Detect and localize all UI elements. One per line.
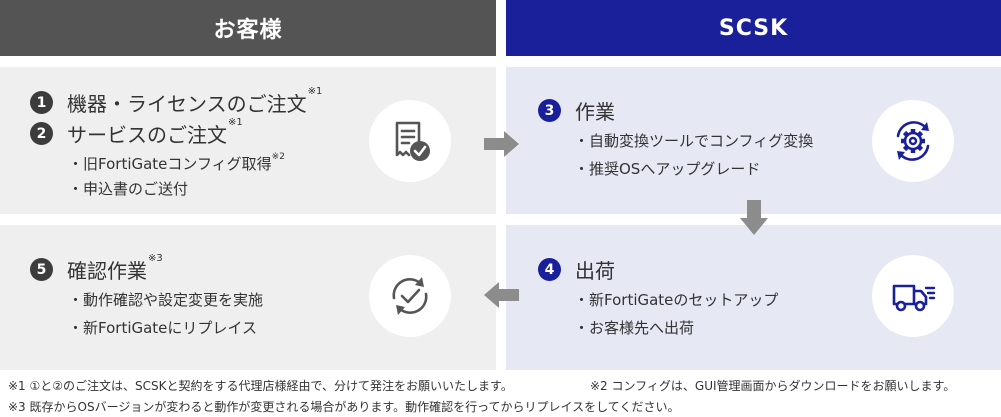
step-2-note-mark: ※1 <box>228 117 243 128</box>
customer-header: お客様 <box>0 0 496 56</box>
work-bullet-convert: ・自動変換ツールでコンフィグ変換 <box>574 132 814 150</box>
customer-header-label: お客様 <box>213 18 283 43</box>
step-1-note-mark: ※1 <box>307 86 323 97</box>
ship-bullet-setup: ・新FortiGateのセットアップ <box>574 291 779 309</box>
step-2: 2 サービスのご注文※1 <box>30 117 243 148</box>
scsk-header: SCSK <box>506 0 1001 56</box>
footnote-1: ※1 ①と②のご注文は、SCSKと契約をする代理店様経由で、分けて発注をお願いい… <box>8 379 513 393</box>
step-1: 1 機器・ライセンスのご注文※1 <box>30 86 323 117</box>
step-1-title: 機器・ライセンスのご注文※1 <box>67 86 323 116</box>
check-bullet-replace: ・新FortiGateにリプレイス <box>68 319 257 337</box>
step-1-number: 1 <box>30 91 53 114</box>
step-2-number: 2 <box>30 122 53 145</box>
order-bullet-application: ・申込書のご送付 <box>68 180 189 198</box>
footnote-3: ※3 既存からOSバージョンが変わると動作が変更される場合があります。動作確認を… <box>8 400 680 414</box>
delivery-truck-icon <box>872 255 954 337</box>
refresh-check-icon <box>369 255 451 337</box>
step-5-title: 確認作業※3 <box>67 253 163 283</box>
step-4-number: 4 <box>538 258 561 281</box>
document-check-icon <box>369 100 451 182</box>
step-5: 5 確認作業※3 <box>30 253 163 284</box>
step-3-title: 作業 <box>575 100 615 124</box>
footnote-2: ※2 コンフィグは、GUI管理画面からダウンロードをお願いします。 <box>590 379 956 393</box>
order-panel: 1 機器・ライセンスのご注文※1 2 サービスのご注文※1 ・旧FortiGat… <box>0 67 496 214</box>
arrow-down-icon <box>740 200 768 235</box>
step-2-title: サービスのご注文※1 <box>67 117 243 147</box>
work-bullet-upgrade: ・推奨OSへアップグレード <box>574 160 761 178</box>
check-panel: 5 確認作業※3 ・動作確認や設定変更を実施 ・新FortiGateにリプレイス <box>0 225 496 370</box>
arrow-right-icon <box>484 131 519 157</box>
ship-bullet-deliver: ・お客様先へ出荷 <box>574 319 695 337</box>
step-5-note-mark: ※3 <box>148 253 163 264</box>
check-bullet-verify: ・動作確認や設定変更を実施 <box>68 291 264 309</box>
gear-cycle-icon <box>872 100 954 182</box>
scsk-header-label: SCSK <box>718 15 789 41</box>
arrow-left-icon <box>484 282 519 308</box>
order-bullet-config: ・旧FortiGateコンフィグ取得※2 <box>68 152 285 173</box>
step-3: 3 作業 <box>538 96 615 125</box>
step-4: 4 出荷 <box>538 255 615 284</box>
step-5-number: 5 <box>30 258 53 281</box>
work-panel: 3 作業 ・自動変換ツールでコンフィグ変換 ・推奨OSへアップグレード <box>506 67 1001 214</box>
ship-panel: 4 出荷 ・新FortiGateのセットアップ ・お客様先へ出荷 <box>506 225 1001 370</box>
step-3-number: 3 <box>538 99 561 122</box>
step-4-title: 出荷 <box>575 259 615 283</box>
